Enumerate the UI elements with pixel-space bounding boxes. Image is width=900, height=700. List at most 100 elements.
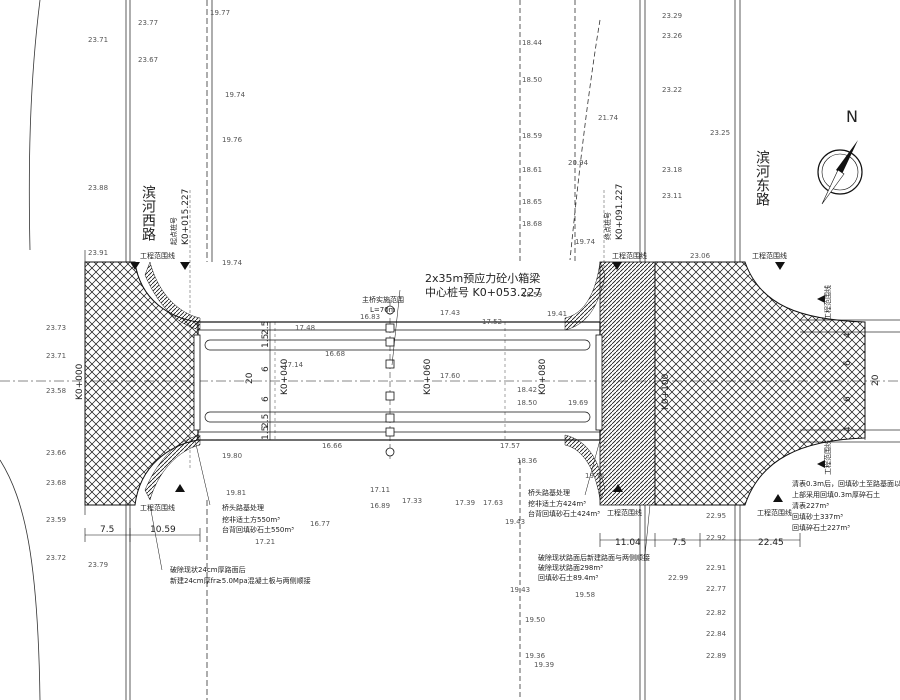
elev-point: 19.43: [510, 586, 530, 594]
elev-point: 23.67: [138, 56, 158, 64]
east-width-6-b: 6: [843, 396, 853, 402]
elev-point: 17.43: [440, 309, 460, 317]
elev-point: 23.72: [46, 554, 66, 562]
width-6-a: 6: [261, 366, 271, 372]
station-start: K0+000: [75, 363, 85, 400]
station-015: K0+015.227: [181, 189, 191, 245]
width-2-5-top: 2.5: [261, 321, 271, 335]
east-abutment-dense: [599, 261, 656, 506]
work-bound-e2-bottom: 工程范围线: [757, 508, 792, 517]
leader-lines: [149, 289, 651, 571]
elev-point: 16.89: [370, 502, 390, 510]
elev-point: 22.89: [706, 652, 726, 660]
station-100: K0+100: [661, 373, 671, 410]
elev-point: 17.60: [440, 372, 460, 380]
elev-point: 22.82: [706, 609, 726, 617]
elev-point: 23.79: [88, 561, 108, 569]
elev-point: 18.65: [522, 198, 542, 206]
elev-point: 19.50: [525, 616, 545, 624]
elev-point: 16.68: [325, 350, 345, 358]
work-bound-e-top: 工程范围线: [612, 251, 647, 260]
dim-7-5-right: 7.5: [672, 538, 686, 548]
elev-point: 16.66: [322, 442, 343, 450]
work-bound-w-top: 工程范围线: [140, 251, 175, 260]
east-pave-2: 破除现状路面298m³: [538, 563, 603, 572]
elev-point: 18.68: [522, 220, 542, 228]
elev-point: 17.48: [295, 324, 315, 332]
elev-point: 18.42: [517, 386, 537, 394]
elev-point: 19.76: [222, 136, 243, 144]
north-arrow-icon: [817, 140, 863, 205]
east-pave-1: 破除现状路面后新建路面与两侧顺接: [538, 553, 650, 562]
elev-point: 19.58: [575, 591, 595, 599]
elev-point: 17.21: [255, 538, 275, 546]
north-label: N: [846, 107, 858, 126]
width-1-5-bottom: 1.5: [261, 426, 271, 440]
elev-point: 19.74: [225, 91, 246, 99]
east-wing-dense-bottom: [564, 434, 606, 501]
west-wing-dense-bottom: [144, 434, 201, 501]
elev-point: 20.94: [568, 159, 589, 167]
east-width-6-a: 6: [843, 360, 853, 366]
west-treat-title: 桥头路基处理: [222, 503, 264, 512]
elev-point: 18.59: [522, 132, 542, 140]
east-treat-title: 桥头路基处理: [528, 488, 570, 497]
station-start-label-w: 起点桩号: [169, 217, 178, 245]
span-note: 主桥实施范围: [362, 295, 404, 304]
elev-point: 17.57: [500, 442, 520, 450]
width-1-5-top: 1.5: [261, 334, 271, 348]
west-road-label: 滨河西路: [140, 185, 156, 241]
elev-point: 18.59: [522, 291, 542, 299]
elev-point: 18.50: [517, 399, 537, 407]
elev-point: 16.83: [360, 313, 380, 321]
piers: [193, 305, 603, 457]
elev-point: 21.74: [598, 114, 619, 122]
elev-point: 23.18: [662, 166, 682, 174]
elev-point: 19.80: [222, 452, 242, 460]
elev-point: 22.99: [668, 574, 688, 582]
east-width-4-a: 4: [843, 332, 853, 338]
elev-point: 17.33: [402, 497, 422, 505]
dim-10-59: 10.59: [150, 525, 176, 535]
dim-7-5-left: 7.5: [100, 525, 114, 535]
elev-point: 23.06: [690, 252, 711, 260]
width-20: 20: [245, 372, 255, 384]
east-wing-dense-top: [564, 261, 606, 331]
elev-point: 17.14: [283, 361, 304, 369]
east-abutment-hatch: [654, 261, 866, 506]
elev-point: 23.73: [46, 324, 66, 332]
elev-point: 23.29: [662, 12, 682, 20]
elev-point: 18.50: [522, 76, 542, 84]
elev-point: 23.22: [662, 86, 682, 94]
elev-point: 18.36: [517, 457, 538, 465]
elev-point: 18.44: [522, 39, 543, 47]
east-side-4: 回填砂土337m³: [792, 512, 843, 521]
east-treat-2: 台背回填砂石土424m³: [528, 509, 600, 518]
east-pave-3: 回填砂石土89.4m³: [538, 573, 598, 582]
elev-point: 22.95: [706, 512, 726, 520]
elev-point: 22.92: [706, 534, 726, 542]
elev-point: 19.69: [568, 399, 588, 407]
elev-point: 23.58: [46, 387, 66, 395]
elev-point: 23.88: [88, 184, 108, 192]
bridge-center-station: 中心桩号 K0+053.227: [425, 285, 541, 299]
span-length: L=70m: [370, 306, 396, 314]
elev-point: 16.77: [310, 520, 330, 528]
elevation-points: 23.71 23.67 23.88 23.91 23.73 23.71 23.5…: [46, 9, 730, 669]
dim-22-45: 22.45: [758, 538, 784, 548]
station-060: K0+060: [423, 358, 433, 395]
east-side-1: 清表0.3m后，回填砂土至路基面以下0.3m: [792, 479, 900, 488]
station-end-label-e: 终点桩号: [603, 212, 612, 240]
elev-point: 17.11: [370, 486, 390, 494]
east-treat-1: 挖非适土方424m³: [528, 499, 586, 508]
work-bound-w-bottom: 工程范围线: [140, 503, 175, 512]
station-040: K0+040: [280, 358, 290, 395]
width-6-b: 6: [261, 396, 271, 402]
work-bound-e2-top: 工程范围线: [752, 251, 787, 260]
east-width-4-b: 4: [843, 426, 853, 432]
west-treat-1: 挖非适土方550m³: [222, 515, 280, 524]
elev-point: 23.26: [662, 32, 683, 40]
bridge-title: 2x35m预应力砼小箱梁: [425, 271, 540, 285]
elev-point: 23.59: [46, 516, 66, 524]
